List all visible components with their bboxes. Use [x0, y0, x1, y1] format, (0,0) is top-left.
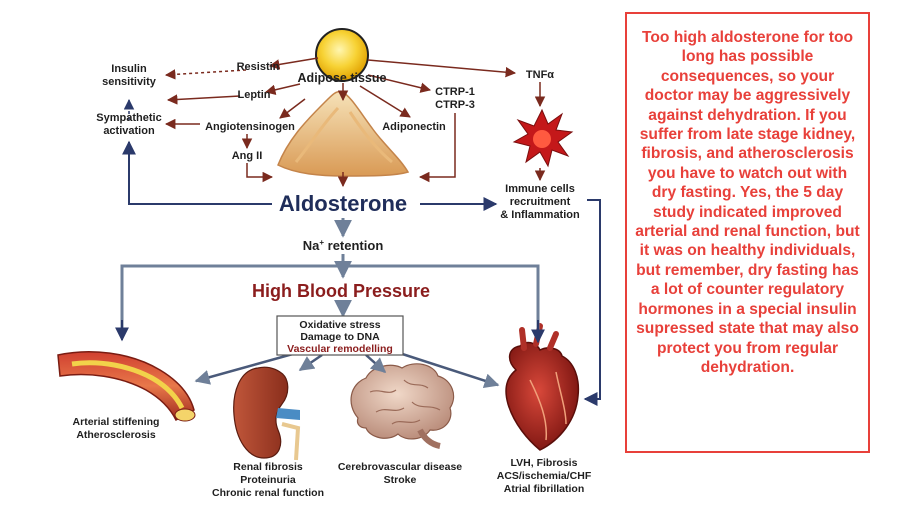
aldosterone-diagram: Adipose tissue Resistin Leptin Angiotens… — [57, 28, 601, 499]
immune-label-3: & Inflammation — [500, 209, 580, 221]
adiponectin-label: Adiponectin — [382, 121, 446, 133]
arterial-label-2: Atherosclerosis — [76, 429, 156, 441]
adrenal-gland-icon — [277, 90, 410, 177]
immune-label-1: Immune cells — [505, 183, 575, 195]
leptin-label: Leptin — [238, 89, 271, 101]
aldosterone-label: Aldosterone — [279, 191, 407, 216]
vascular-remodelling-label: Vascular remodelling — [287, 343, 393, 355]
brain-icon — [350, 363, 455, 449]
note-text: Too high aldosterone for too long has po… — [635, 29, 860, 376]
na-retention-label: Na+ retention — [303, 238, 384, 253]
arterial-label-1: Arterial stiffening — [73, 416, 160, 428]
sympathetic-label-1: Sympathetic — [96, 112, 161, 124]
oxidative-stress-label: Oxidative stress — [299, 319, 380, 331]
cerebro-label-2: Stroke — [384, 474, 417, 486]
artery-icon — [57, 351, 196, 422]
sympathetic-label-2: activation — [103, 125, 155, 137]
sun-icon — [315, 28, 369, 82]
ctrp1-label: CTRP-1 — [435, 86, 475, 98]
note-box: Too high aldosterone for too long has po… — [625, 12, 870, 453]
renal-label-3: Chronic renal function — [212, 487, 324, 499]
renal-label-1: Renal fibrosis — [233, 461, 303, 473]
high-blood-pressure-label: High Blood Pressure — [252, 281, 430, 301]
angiotensinogen-label: Angiotensinogen — [205, 121, 295, 133]
immune-label-2: recruitment — [510, 196, 571, 208]
lvh-label-1: LVH, Fibrosis — [511, 457, 578, 469]
insulin-sensitivity-label-2: sensitivity — [102, 76, 157, 88]
lvh-label-3: Atrial fibrillation — [504, 483, 585, 495]
tnf-label: TNFα — [526, 69, 554, 81]
adipose-tissue-label: Adipose tissue — [298, 71, 387, 85]
heart-icon — [505, 323, 580, 451]
kidney-icon — [233, 366, 301, 461]
renal-label-2: Proteinuria — [240, 474, 296, 486]
oxidative-box — [276, 315, 404, 356]
cerebro-label-1: Cerebrovascular disease — [338, 461, 462, 473]
lvh-label-2: ACS/ischemia/CHF — [497, 470, 592, 482]
dna-damage-label: Damage to DNA — [300, 331, 380, 343]
resistin-label: Resistin — [237, 61, 280, 73]
insulin-sensitivity-label-1: Insulin — [111, 63, 147, 75]
ang2-label: Ang II — [232, 150, 263, 162]
ctrp3-label: CTRP-3 — [435, 99, 475, 111]
tnf-cell-icon — [512, 108, 574, 168]
